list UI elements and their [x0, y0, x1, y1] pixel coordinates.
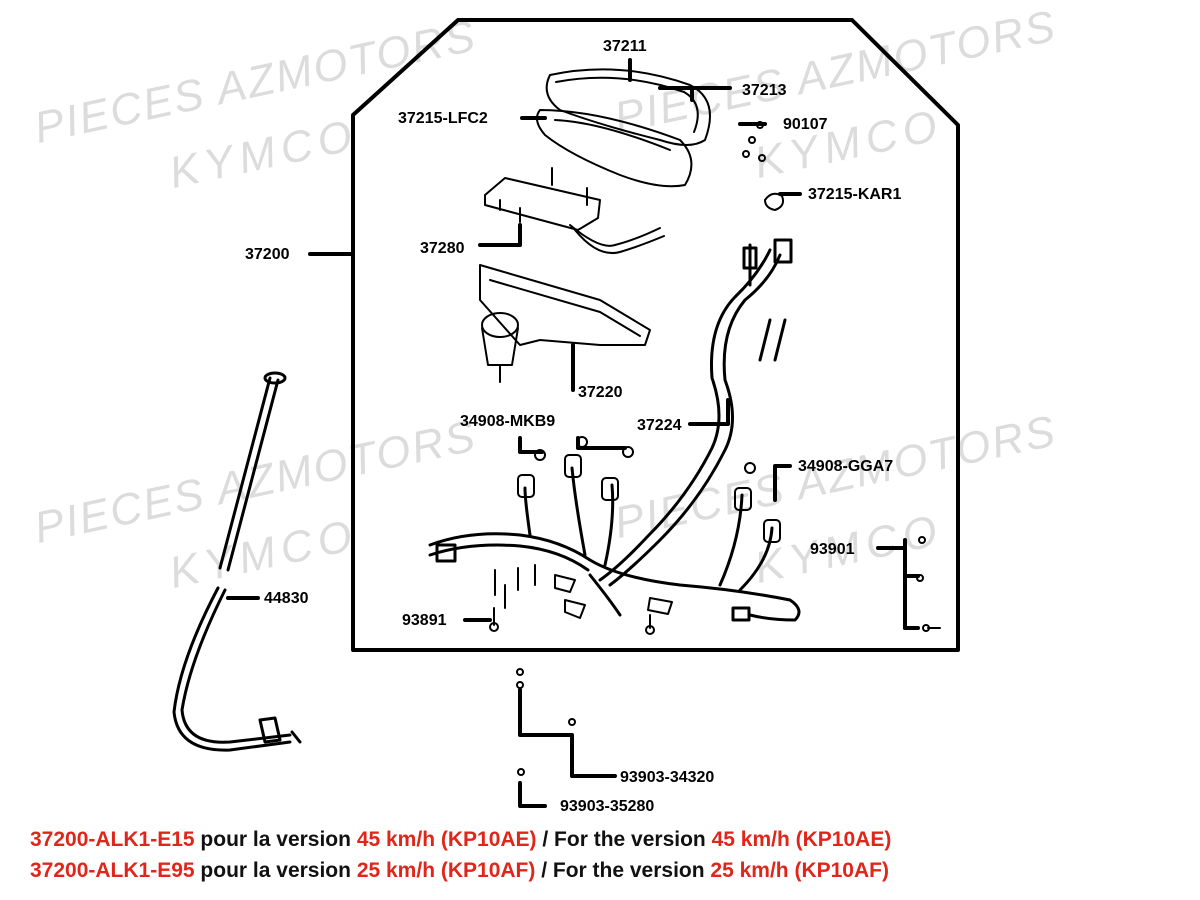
meter-board [484, 167, 665, 254]
part-label-93891: 93891 [402, 612, 447, 629]
screws-93903 [516, 668, 576, 776]
wire-harness [428, 238, 801, 622]
screws-93891 [489, 564, 673, 635]
version-note-e95: 37200-ALK1-E95 pour la version 25 km/h (… [30, 858, 889, 884]
assembly-frame [351, 18, 960, 652]
speedometer-cable [172, 371, 302, 752]
meter-body [479, 264, 651, 383]
part-label-37213: 37213 [742, 82, 787, 99]
part-label-34908-mkb9: 34908-MKB9 [460, 413, 556, 430]
part-label-37200: 37200 [245, 246, 290, 263]
note-code: 37200-ALK1-E15 [30, 828, 195, 851]
part-label-37215-kar1: 37215-KAR1 [808, 186, 902, 203]
note-speed: 45 km/h (KP10AE) [711, 828, 892, 851]
part-label-34908-gga7: 34908-GGA7 [798, 458, 894, 475]
note-text: pour la version [194, 859, 357, 882]
part-label-37280: 37280 [420, 240, 465, 257]
part-label-37224: 37224 [637, 417, 682, 434]
leader-lines [226, 58, 920, 808]
part-label-93903-34320: 93903-34320 [620, 769, 715, 786]
note-text: / For the version [536, 828, 712, 851]
note-speed: 25 km/h (KP10AF) [710, 859, 889, 882]
clip-37215-kar1 [764, 192, 785, 211]
part-label-37215-lfc2: 37215-LFC2 [398, 110, 488, 127]
note-text: pour la version [194, 828, 357, 851]
part-label-44830: 44830 [264, 590, 309, 607]
screws-90107 [742, 121, 766, 162]
part-label-90107: 90107 [783, 116, 828, 133]
part-label-93903-35280: 93903-35280 [560, 798, 655, 815]
screws-93901 [916, 536, 941, 632]
bulb-sockets [517, 436, 781, 543]
meter-cover [535, 68, 711, 188]
version-note-e15: 37200-ALK1-E15 pour la version 45 km/h (… [30, 827, 891, 853]
part-label-93901: 93901 [810, 541, 855, 558]
part-label-37211: 37211 [603, 38, 647, 55]
note-text: / For the version [535, 859, 711, 882]
note-speed: 45 km/h (KP10AE) [356, 828, 537, 851]
note-speed: 25 km/h (KP10AF) [356, 859, 536, 882]
part-label-37220: 37220 [578, 384, 623, 401]
note-code: 37200-ALK1-E95 [30, 859, 195, 882]
